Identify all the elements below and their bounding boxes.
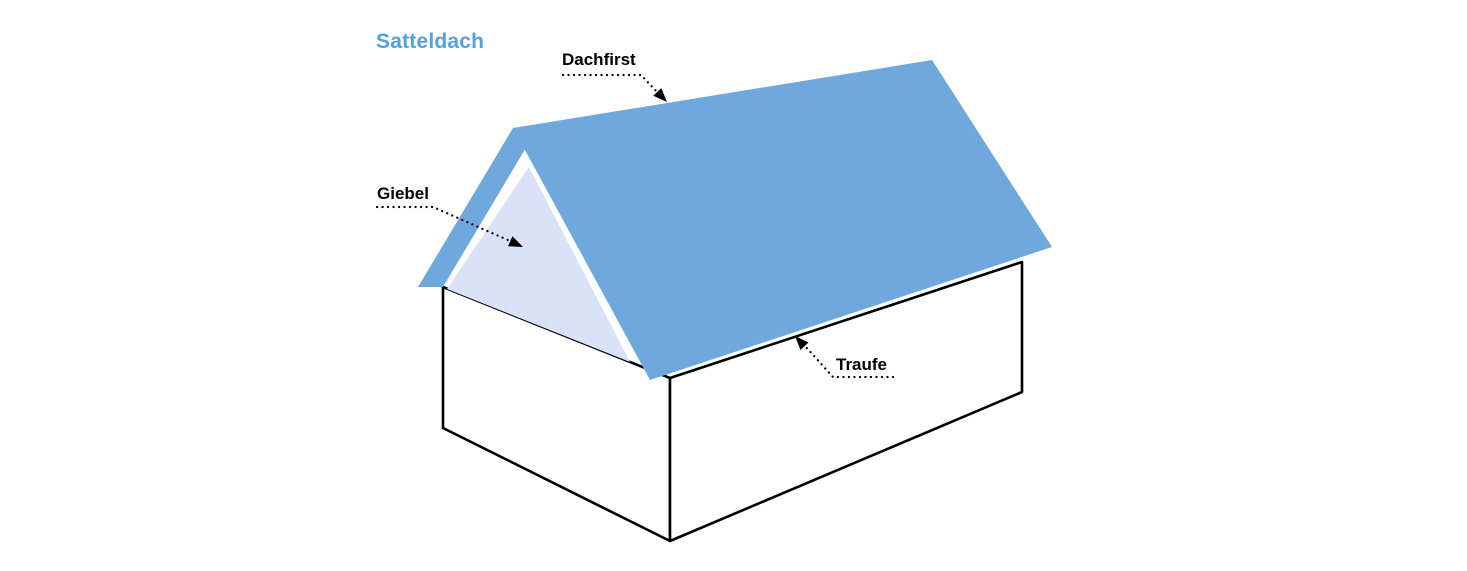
- label-traufe: Traufe: [836, 355, 888, 374]
- ridge-arrowhead: [653, 88, 667, 102]
- label-dachfirst: Dachfirst: [562, 50, 636, 69]
- roof-face: [513, 60, 1052, 380]
- eave-leader-line: [803, 344, 895, 379]
- eave-arrowhead: [795, 336, 809, 350]
- ridge-leader-line: [561, 73, 659, 94]
- label-giebel: Giebel: [377, 184, 429, 203]
- gable-arrowhead: [508, 236, 523, 247]
- back-roof-edge: [418, 128, 527, 287]
- front-wall: [668, 260, 1024, 543]
- diagram-title: Satteldach: [376, 30, 485, 53]
- gable-leader-line: [375, 205, 512, 243]
- gable-face: [447, 167, 630, 362]
